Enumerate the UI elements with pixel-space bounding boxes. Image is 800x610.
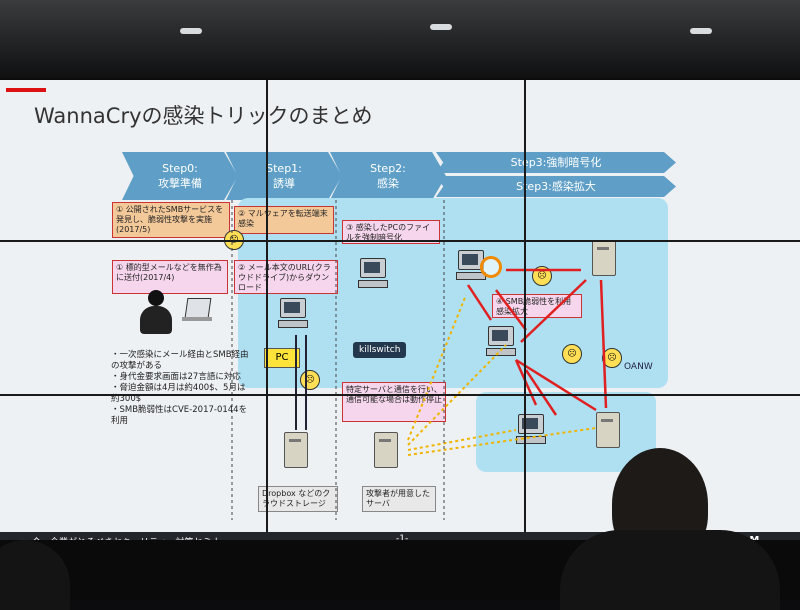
step3-encrypt-chevron: Step3:強制暗号化 xyxy=(436,152,676,173)
screen-seam xyxy=(266,80,268,550)
file-server-icon xyxy=(596,412,620,448)
callout-phishing-mail: ① 標的型メールなどを無作為に送付(2017/4) xyxy=(112,260,228,294)
page-number: -1- xyxy=(396,534,409,544)
network-zone xyxy=(476,392,656,472)
blocked-icon xyxy=(480,256,502,278)
bullet-item: ・SMB脆弱性はCVE-2017-0144を利用 xyxy=(111,405,248,426)
callout-url-download: ② メール本文のURL(クラウドドライブ)からダウンロード xyxy=(234,260,338,294)
ceiling-light xyxy=(180,28,202,34)
cloud-storage-server-icon xyxy=(284,432,308,468)
projection-screen: WannaCryの感染トリックのまとめ Step0: 攻撃準備 Step1: 誘… xyxy=(0,80,800,550)
step0-desc: 攻撃準備 xyxy=(158,177,202,190)
bullet-item: ・身代金要求画面は27言語に対応 xyxy=(111,372,241,382)
label-attacker-server: 攻撃者が用意したサーバ xyxy=(362,486,436,512)
pc-label: PC xyxy=(264,348,300,368)
audience-shoulders xyxy=(560,530,780,610)
callout-killswitch-server: 特定サーバと通信を行い、通信可能な場合は動作停止 xyxy=(342,382,446,422)
ceiling-light xyxy=(430,24,452,30)
network-pc-icon xyxy=(456,250,486,280)
step2-desc: 感染 xyxy=(377,177,399,190)
attacker-figure xyxy=(136,290,176,336)
infected-pc-icon xyxy=(358,258,388,288)
step1-desc: 誘導 xyxy=(273,177,295,190)
audience-foreground xyxy=(0,448,800,610)
step1-chevron: Step1: 誘導 xyxy=(226,152,342,200)
step0-chevron: Step0: 攻撃準備 xyxy=(122,152,238,200)
attacker-server-icon xyxy=(374,432,398,468)
screen-seam xyxy=(524,80,526,550)
bullet-list: ・一次感染にメール経由とSMB経由の攻撃がある ・身代金要求画面は27言語に対応… xyxy=(111,350,251,427)
step2-chevron: Step2: 感染 xyxy=(330,152,446,200)
flow-arrows xyxy=(231,200,608,520)
callout-smb-attack: ① 公開されたSMBサービスを発見し、脆弱性攻撃を実施(2017/5) xyxy=(112,202,230,238)
laptop-icon xyxy=(182,298,212,324)
victim-pc-icon xyxy=(278,298,308,328)
network-label: OANW xyxy=(624,362,653,372)
callout-malware-transfer: ② マルウェアを転送端末感染 xyxy=(234,206,334,234)
slide-title: WannaCryの感染トリックのまとめ xyxy=(34,104,373,128)
killswitch-label: killswitch xyxy=(353,342,407,358)
accent-bar xyxy=(6,88,46,92)
ceiling-light xyxy=(690,28,712,34)
network-pc-icon xyxy=(486,326,516,356)
step3-spread-chevron: Step3:感染拡大 xyxy=(436,176,676,197)
step0-label: Step0: xyxy=(162,162,198,175)
screen-seam xyxy=(0,394,800,396)
malware-icon: ☹ xyxy=(602,348,622,368)
ceiling xyxy=(0,0,800,78)
bullet-item: ・脅迫金額は4月は約400$、5月は約300$ xyxy=(111,383,246,404)
step1-label: Step1: xyxy=(266,162,302,175)
bullet-item: ・一次感染にメール経由とSMB経由の攻撃がある xyxy=(111,350,249,371)
screen-seam xyxy=(0,240,800,242)
malware-icon: ☹ xyxy=(562,344,582,364)
label-cloud-storage: Dropbox などのクラウドストレージ xyxy=(258,486,338,512)
step2-label: Step2: xyxy=(370,162,406,175)
